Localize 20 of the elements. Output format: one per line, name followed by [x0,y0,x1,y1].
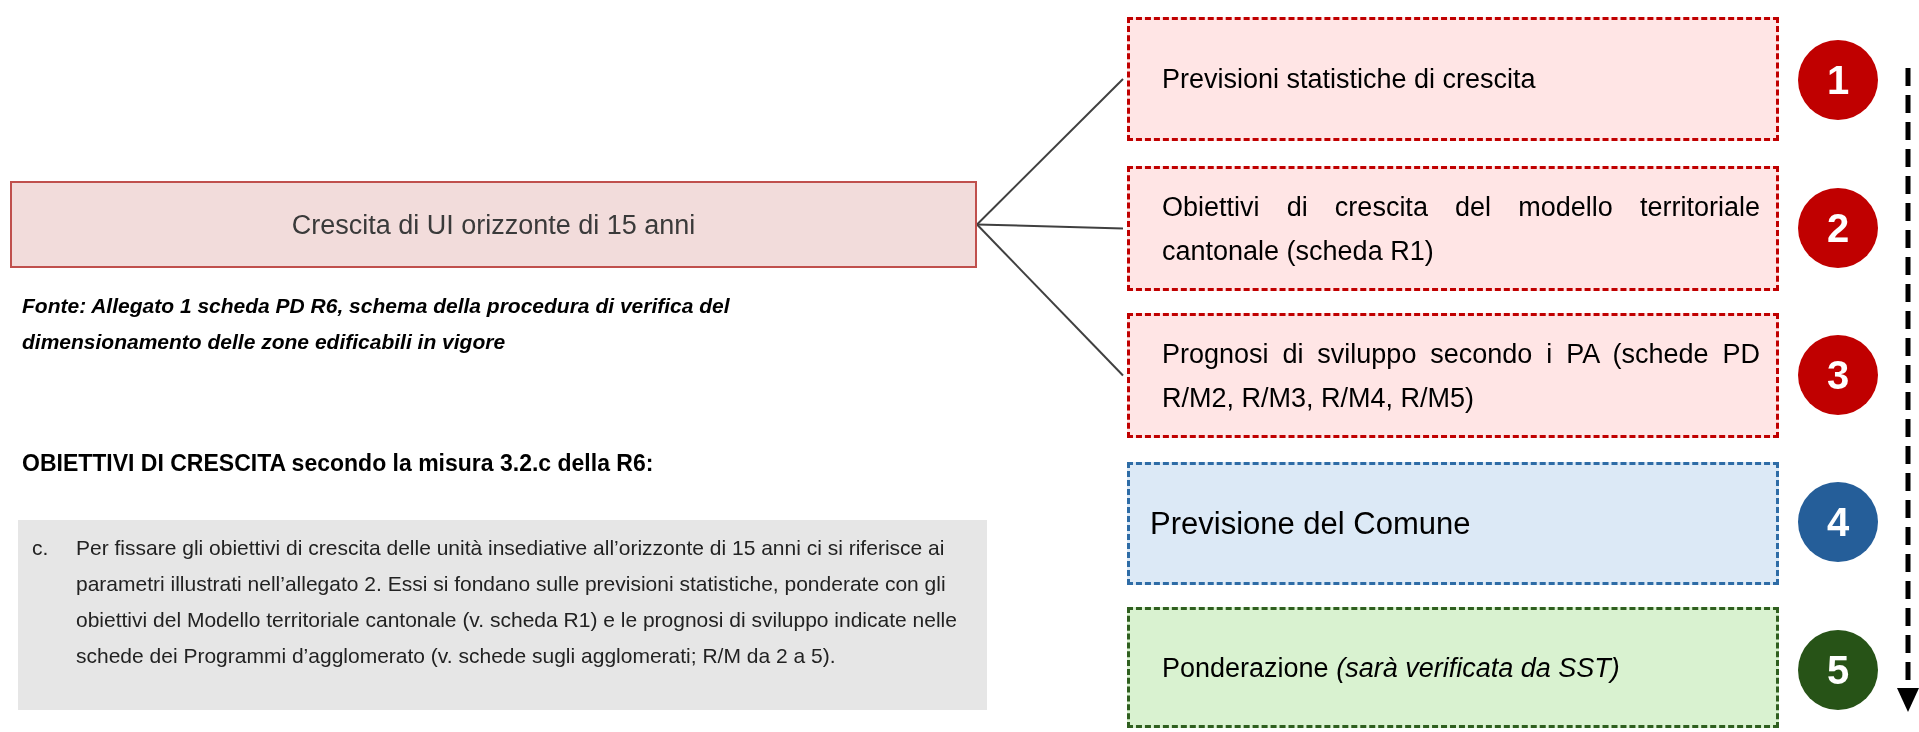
box-label: Previsioni statistiche di crescita [1162,63,1537,96]
box-label: Ponderazione (sarà verificata da SST) [1162,651,1620,685]
connector-line [976,78,1124,226]
list-marker: c. [32,535,50,561]
section-heading: OBIETTIVI DI CRESCITA secondo la misura 3.2.c della R6: [22,449,654,478]
process-box [1127,607,1779,728]
process-box [1127,17,1779,141]
connector-line [976,223,1124,377]
process-box [10,181,977,268]
source-note: Fonte: Allegato 1 scheda PD R6, schema della procedura di verifica del dimensionamento delle zone edificabili in vigore [22,293,731,355]
process-box [1127,462,1779,585]
box-label: Prognosi di sviluppo secondo i PA (schede PD R/M2, R/M3, R/M4, R/M5) [1162,337,1760,415]
process-box [1127,166,1779,291]
quote-panel [18,520,987,710]
process-box [1127,313,1779,438]
box-label: Obiettivi di crescita del modello territoriale cantonale (scheda R1) [1162,190,1760,268]
box-label: Crescita di UI orizzonte di 15 anni [291,208,696,242]
connector-line [976,223,1124,230]
box-label: Previsione del Comune [1150,504,1471,543]
quote-text: Per fissare gli obiettivi di crescita delle unità insediative all’orizzonte di 15 anni ci si riferisce ai parametri illustrati nell’allegato 2. Essi si fondano sulle previsioni statistiche, ponderate con gli obiettivi del Modello territoriale cantonale (v. scheda R1) e le prognosi di sviluppo indicate nelle schede dei Programmi d’agglomerato (v. schede sugli agglomerati; R/M da 2 a 5). [76,535,958,669]
